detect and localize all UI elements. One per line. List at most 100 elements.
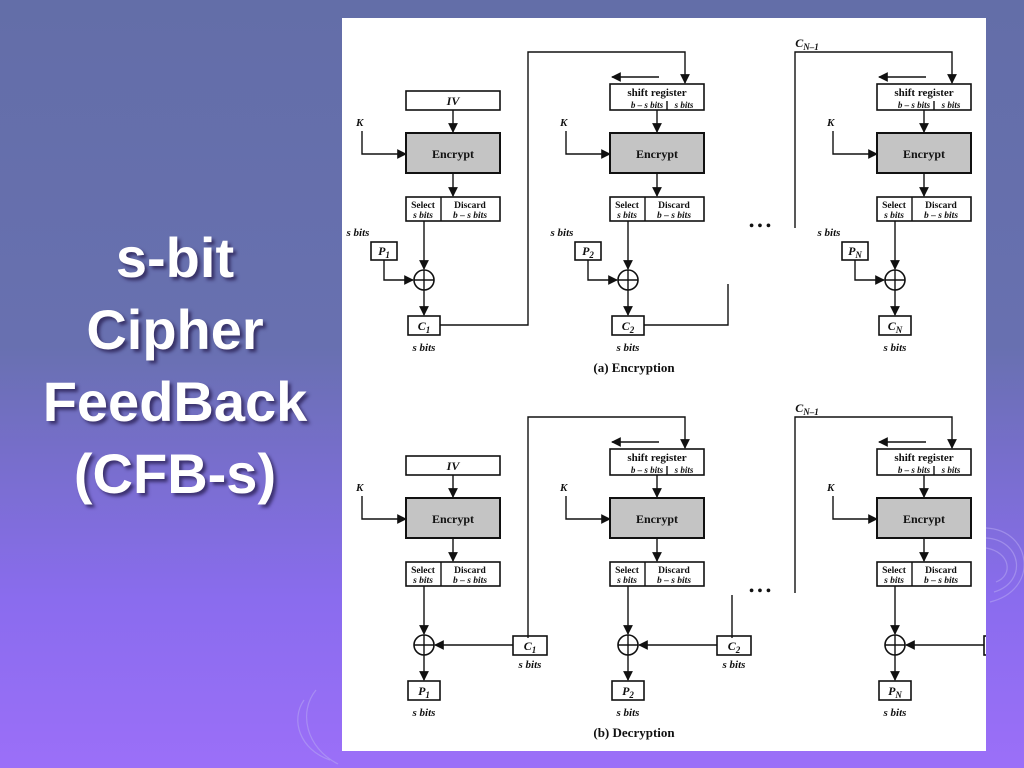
- s-bits-label: s bits: [722, 659, 746, 671]
- s-bits-label: s bits: [412, 211, 433, 221]
- select-discard-box: [876, 561, 972, 587]
- ciphertext-output-box: [878, 315, 912, 336]
- s-bits-label: s bits: [883, 707, 907, 719]
- xor-symbol: [884, 634, 906, 656]
- s-bits-label: s bits: [883, 342, 907, 354]
- shift-register-box: [609, 83, 705, 111]
- ciphertext-input-label: C1: [524, 639, 537, 655]
- plaintext-output-label: P1: [418, 684, 430, 700]
- xor-symbol: [413, 269, 435, 291]
- select-discard-box: [405, 196, 501, 222]
- encrypt-box: [405, 132, 501, 174]
- select-discard-box: [876, 196, 972, 222]
- select-label: Select: [882, 566, 907, 576]
- key-label: K: [826, 117, 835, 129]
- feedback-line-c1: [527, 416, 690, 638]
- decryption-caption: (b) Decryption: [593, 725, 675, 740]
- select-label: Select: [411, 201, 436, 211]
- continuation-dots: • • •: [749, 219, 771, 234]
- key-label: K: [559, 482, 568, 494]
- b-minus-s-label: b – s bits: [657, 576, 691, 586]
- cn-minus-1-label: CN–1: [795, 401, 819, 417]
- title-line: FeedBack: [42, 370, 308, 433]
- connector-line: [383, 260, 414, 285]
- shift-register-box: [876, 83, 972, 111]
- s-bits-label: s bits: [616, 342, 640, 354]
- b-minus-s-label: b – s bits: [631, 465, 664, 475]
- iv-label: IV: [446, 94, 461, 108]
- plaintext-output-label: P2: [622, 684, 634, 700]
- discard-label: Discard: [925, 566, 957, 576]
- select-discard-box: [609, 561, 705, 587]
- select-label: Select: [882, 201, 907, 211]
- encryption-caption: (a) Encryption: [593, 360, 675, 375]
- discard-label: Discard: [658, 566, 690, 576]
- select-discard-box: [405, 561, 501, 587]
- shift-register-box: [609, 448, 705, 476]
- xor-symbol: [884, 269, 906, 291]
- key-label: K: [826, 482, 835, 494]
- connector-line: [361, 496, 407, 524]
- plaintext-output-box: [878, 680, 912, 701]
- s-bits-label: s bits: [346, 227, 370, 239]
- connector-line: [565, 496, 611, 524]
- plaintext-output-box: [407, 680, 441, 701]
- b-minus-s-label: b – s bits: [898, 465, 931, 475]
- s-bits-label: s bits: [883, 211, 904, 221]
- connector-line: [854, 260, 885, 285]
- select-discard-box: [609, 196, 705, 222]
- s-bits-label: s bits: [674, 465, 694, 475]
- connector-line: [361, 131, 407, 159]
- connector-line: [565, 131, 611, 159]
- s-bits-label: s bits: [941, 465, 961, 475]
- connector-line: [832, 496, 878, 524]
- ciphertext-output-label: C2: [622, 319, 635, 335]
- discard-label: Discard: [658, 201, 690, 211]
- key-label: K: [355, 117, 364, 129]
- key-label: K: [559, 117, 568, 129]
- shift-register-label: shift register: [627, 452, 686, 464]
- iv-label: IV: [446, 459, 461, 473]
- s-bits-label: s bits: [550, 227, 574, 239]
- b-minus-s-label: b – s bits: [453, 211, 487, 221]
- s-bits-label: s bits: [674, 100, 694, 110]
- b-minus-s-label: b – s bits: [924, 211, 958, 221]
- select-label: Select: [411, 566, 436, 576]
- feedback-line-cn1: [794, 51, 957, 228]
- title-line: (CFB-s): [73, 442, 277, 505]
- plaintext-input-label: P1: [378, 244, 390, 260]
- xor-symbol: [617, 634, 639, 656]
- ciphertext-output-label: C1: [418, 319, 431, 335]
- encrypt-label: Encrypt: [432, 512, 474, 526]
- encrypt-label: Encrypt: [903, 147, 945, 161]
- s-bits-label: s bits: [616, 707, 640, 719]
- feedback-line-c1: [440, 51, 690, 326]
- s-bits-label: s bits: [616, 576, 637, 586]
- slide-title: s-bit Cipher FeedBack (CFB-s): [0, 222, 350, 510]
- select-label: Select: [615, 201, 640, 211]
- discard-label: Discard: [454, 566, 486, 576]
- feedback-line-c2: [644, 284, 729, 326]
- encrypt-box: [876, 132, 972, 174]
- plaintext-input-label: P2: [582, 244, 594, 260]
- title-line: Cipher: [86, 298, 264, 361]
- ciphertext-input-label: C2: [728, 639, 741, 655]
- b-minus-s-label: b – s bits: [898, 100, 931, 110]
- continuation-dots: • • •: [749, 584, 771, 599]
- plaintext-input-label: PN: [848, 244, 862, 260]
- connector-line: [832, 131, 878, 159]
- shift-register-label: shift register: [894, 452, 953, 464]
- ciphertext-input-box: [983, 635, 986, 656]
- plaintext-output-box: [611, 680, 645, 701]
- s-bits-label: s bits: [941, 100, 961, 110]
